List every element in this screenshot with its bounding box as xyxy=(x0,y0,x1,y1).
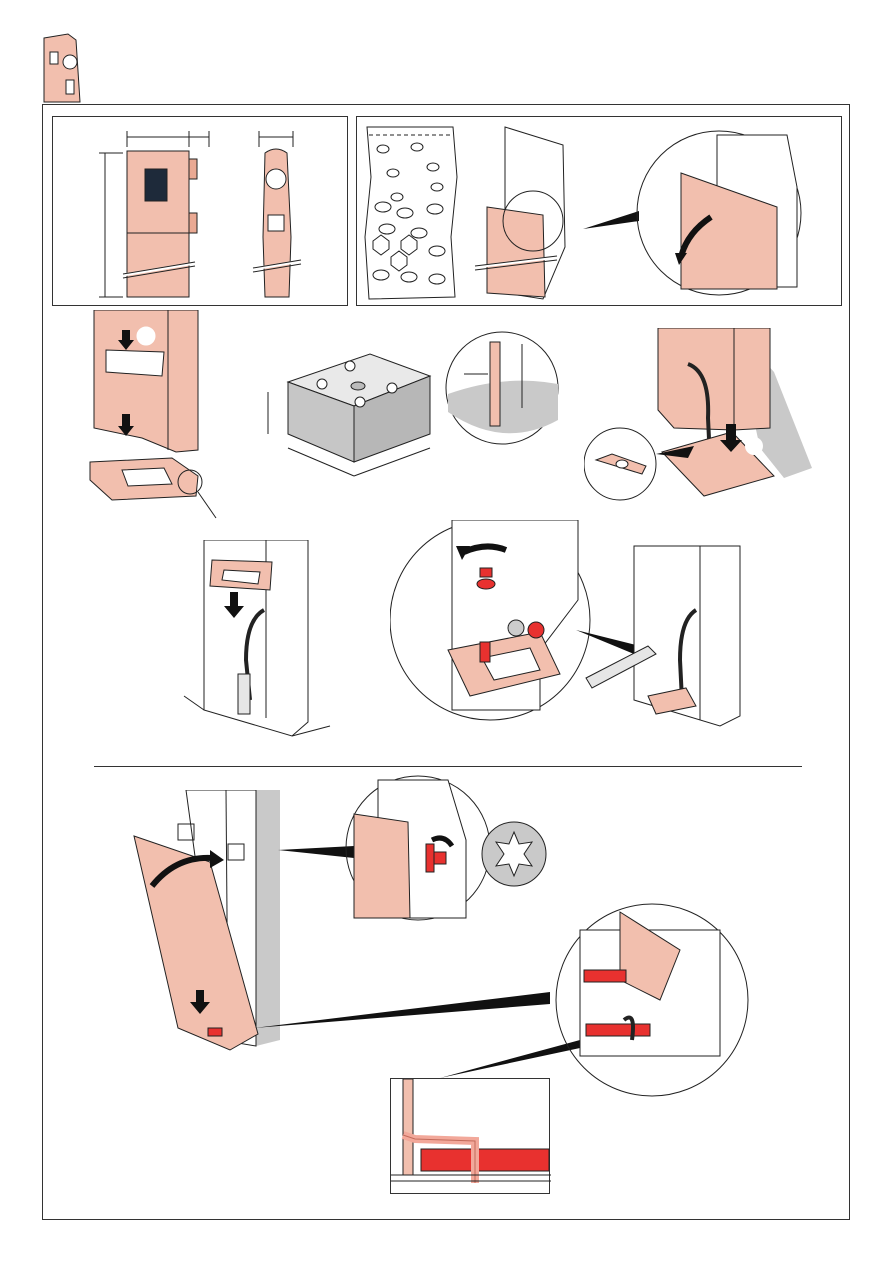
cable-entry-and-plate-fit xyxy=(584,328,814,518)
section-divider xyxy=(94,766,802,767)
bolt-tightening xyxy=(390,520,760,750)
cable-routing-detail xyxy=(390,1078,550,1194)
column-placement xyxy=(180,540,340,750)
anchor-bolt-detail xyxy=(444,330,564,450)
nuts-group xyxy=(373,235,417,271)
panel-dimensions xyxy=(52,116,348,306)
dimension-drawing xyxy=(53,117,349,307)
mounting-kit-drawing xyxy=(357,117,843,307)
charging-station-icon xyxy=(40,32,86,104)
header-product-icon xyxy=(40,32,86,104)
foundation-block xyxy=(260,348,440,488)
base-plate-preparation xyxy=(76,310,226,520)
panel-mounting-kit xyxy=(356,116,842,306)
cable-routing-zoom xyxy=(240,900,750,1100)
screws-group xyxy=(377,143,443,201)
